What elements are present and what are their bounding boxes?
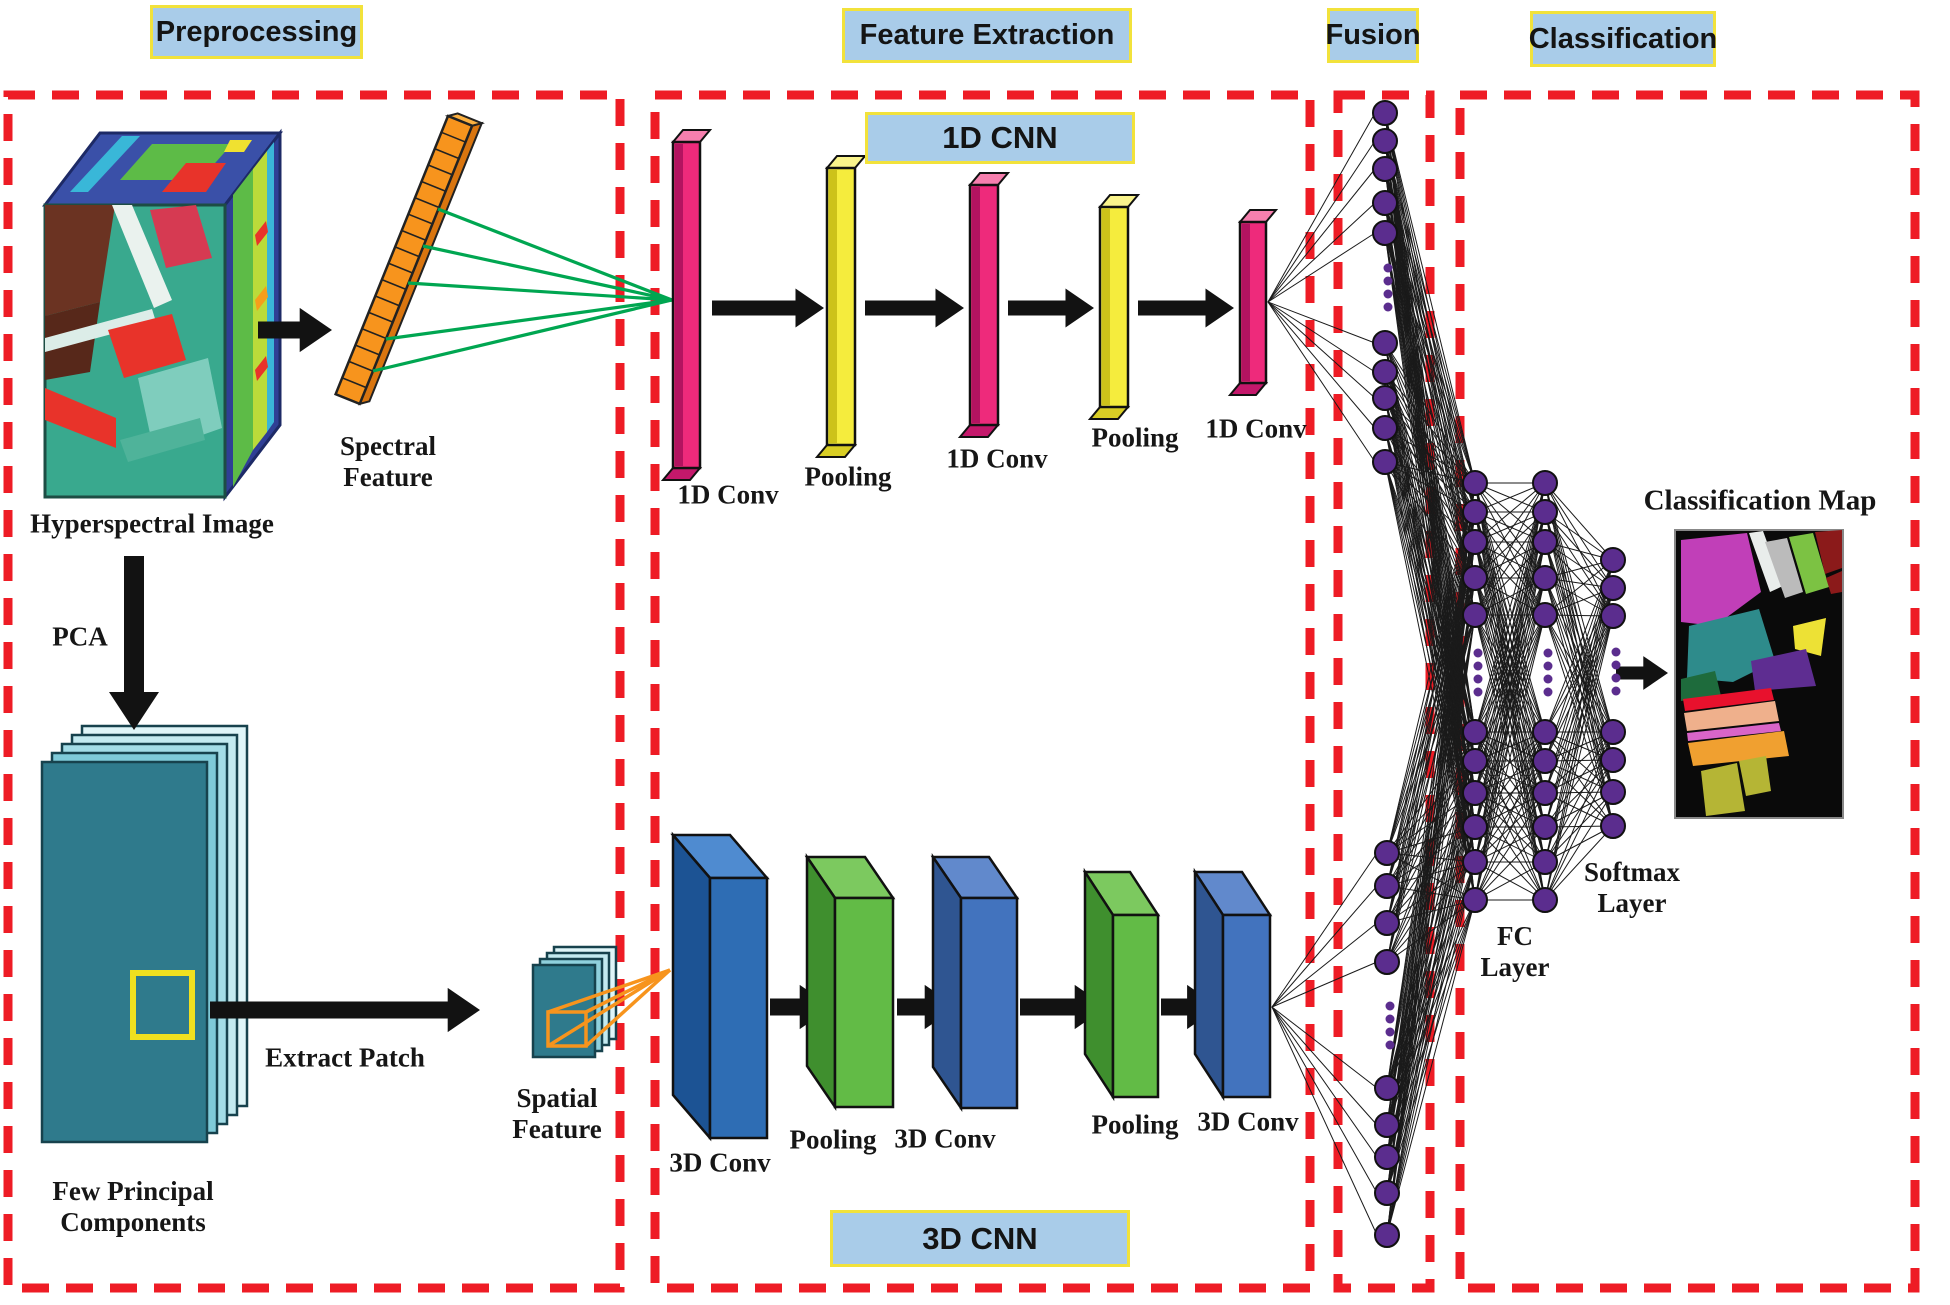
fc-layer-label: FC Layer xyxy=(1481,921,1550,983)
fusion-header: Fusion xyxy=(1325,8,1421,63)
spatial-feature-label: Spatial Feature xyxy=(512,1083,601,1145)
softmax-layer-line2: Layer xyxy=(1597,888,1667,918)
cnn3d-layer-label-1: Pooling xyxy=(789,1124,877,1155)
cnn3d-layer-label-0: 3D Conv xyxy=(669,1147,771,1178)
preprocessing-header-label: Preprocessing xyxy=(155,15,358,48)
fusion-neurons-3d xyxy=(1374,840,1400,1248)
cnn3d-layer-label-2: 3D Conv xyxy=(894,1123,996,1154)
principal-components-stack xyxy=(40,724,249,1144)
fc-layer-line1: FC xyxy=(1496,921,1533,951)
feature-extraction-header: Feature Extraction xyxy=(842,8,1132,63)
feature-extraction-dashed-box xyxy=(650,90,1315,1293)
cnn1d-layer-label-2: 1D Conv xyxy=(946,443,1048,474)
spectral-to-1dcnn-lines xyxy=(372,207,673,373)
patch-frustum xyxy=(546,968,672,1048)
spectral-feature-line1: Spectral xyxy=(340,431,436,461)
cnn3d-layer-label-3: Pooling xyxy=(1091,1109,1179,1140)
fusion-dashed-box xyxy=(1333,90,1435,1293)
spectral-feature-label: Spectral Feature xyxy=(340,431,436,493)
preprocessing-dashed-box xyxy=(3,90,625,1293)
hyperspectral-image-label: Hyperspectral Image xyxy=(30,508,274,539)
classification-header: Classification xyxy=(1528,11,1718,67)
feature-extraction-header-label: Feature Extraction xyxy=(859,19,1115,51)
cnn3d-title-box: 3D CNN xyxy=(830,1210,1130,1267)
spatial-feature-line1: Spatial xyxy=(516,1083,598,1113)
fusion-neurons-1d xyxy=(1372,100,1398,475)
cnn3d-layer-label-4: 3D Conv xyxy=(1197,1106,1299,1137)
classification-map-image xyxy=(1674,529,1844,819)
preprocessing-header: Preprocessing xyxy=(150,5,363,59)
fc-layer-neurons-1 xyxy=(1462,470,1488,913)
classification-map-title: Classification Map xyxy=(1643,484,1877,517)
fc-layer-neurons-2 xyxy=(1532,470,1558,913)
spectral-feature-line2: Feature xyxy=(343,462,433,492)
hyperspectral-cube-image xyxy=(41,128,284,502)
softmax-neurons xyxy=(1600,547,1626,839)
cnn1d-layer-label-4: 1D Conv xyxy=(1205,413,1307,444)
spectral-feature-strip xyxy=(333,112,673,406)
cnn1d-title-box: 1D CNN xyxy=(865,112,1135,164)
cnn3d-title-label: 3D CNN xyxy=(922,1220,1038,1256)
softmax-layer-line1: Softmax xyxy=(1584,857,1680,887)
cnn3d-layer-boxes xyxy=(670,831,1273,1142)
patch-outline xyxy=(130,970,195,1040)
cnn1d-layer-label-1: Pooling xyxy=(804,461,892,492)
spatial-feature-line2: Feature xyxy=(512,1114,602,1144)
few-principal-line1: Few Principal xyxy=(52,1176,214,1206)
few-principal-components-label: Few Principal Components xyxy=(52,1176,213,1238)
fc-layer-line2: Layer xyxy=(1480,952,1550,982)
cnn1d-layer-label-3: Pooling xyxy=(1091,422,1179,453)
cnn1d-layer-bars xyxy=(660,129,1279,481)
connection-lines xyxy=(1267,112,1614,1236)
extract-patch-label: Extract Patch xyxy=(265,1042,425,1073)
softmax-layer-label: Softmax Layer xyxy=(1584,857,1680,919)
cnn1d-layer-label-0: 1D Conv xyxy=(677,479,779,510)
cnn1d-title-label: 1D CNN xyxy=(942,120,1058,155)
pca-label: PCA xyxy=(52,621,108,652)
fusion-fc-softmax-network xyxy=(1267,100,1626,1248)
classification-header-label: Classification xyxy=(1528,22,1718,55)
fusion-header-label: Fusion xyxy=(1325,19,1421,51)
few-principal-line2: Components xyxy=(60,1207,206,1237)
